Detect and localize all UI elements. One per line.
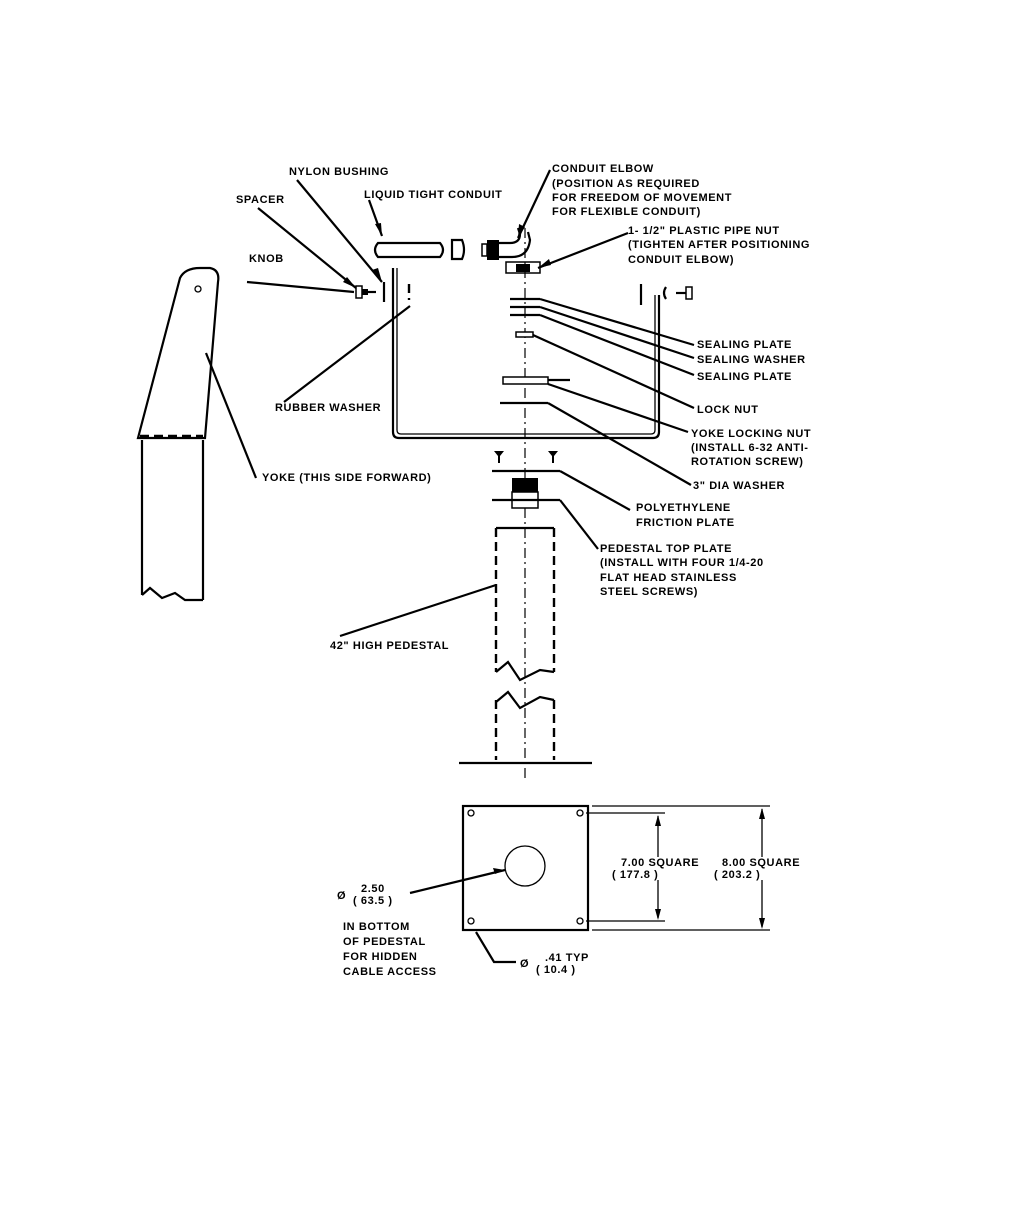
screws	[494, 451, 558, 463]
conduit-elbow-label-3: FOR FREEDOM OF MOVEMENT	[552, 192, 732, 204]
outer-square-in: 8.00 SQUARE	[722, 857, 800, 869]
dia-washer-label: 3" DIA WASHER	[693, 480, 785, 492]
pedestal	[459, 526, 592, 765]
spacer-label: SPACER	[236, 194, 285, 206]
inner-square-mm: ( 177.8 )	[612, 869, 658, 881]
inner-square-in: 7.00 SQUARE	[621, 857, 699, 869]
bolt-dia-in: .41 TYP	[545, 952, 589, 964]
callout-labels: NYLON BUSHING LIQUID TIGHT CONDUIT SPACE…	[236, 163, 811, 652]
liquid-tight-conduit	[373, 238, 466, 261]
yoke-locking-nut-label-1: YOKE LOCKING NUT	[691, 428, 811, 440]
top-plate-label-1: PEDESTAL TOP PLATE	[600, 543, 732, 555]
pipe-nut-label-2: (TIGHTEN AFTER POSITIONING	[628, 239, 810, 251]
hole-note-3: FOR HIDDEN	[343, 951, 417, 963]
knob-label: KNOB	[249, 253, 284, 265]
sealing-plate-label-2: SEALING PLATE	[697, 371, 792, 383]
hole-dia-in: 2.50	[361, 883, 385, 895]
top-plate-assembly	[492, 469, 560, 509]
knob-right	[639, 284, 693, 305]
hole-note-2: OF PEDESTAL	[343, 936, 426, 948]
base-plate-plan	[461, 804, 770, 932]
pipe-nut-label-1: 1- 1/2" PLASTIC PIPE NUT	[628, 225, 780, 237]
nylon-bushing-label: NYLON BUSHING	[289, 166, 389, 178]
hole-dia-symbol: Ø	[337, 890, 346, 902]
top-plate-label-4: STEEL SCREWS)	[600, 586, 698, 598]
knob-left	[355, 282, 411, 302]
yoke-label: YOKE (THIS SIDE FORWARD)	[262, 472, 431, 484]
bolt-dia-mm: ( 10.4 )	[536, 964, 576, 976]
sealing-plate-label-1: SEALING PLATE	[697, 339, 792, 351]
leader-lines	[204, 169, 695, 964]
sealing-washer-label: SEALING WASHER	[697, 354, 806, 366]
dimension-labels: Ø 2.50 ( 63.5 ) IN BOTTOM OF PEDESTAL FO…	[337, 857, 800, 978]
liquid-tight-conduit-label: LIQUID TIGHT CONDUIT	[364, 189, 503, 201]
yoke-locking-nut-label-2: (INSTALL 6-32 ANTI-	[691, 442, 809, 454]
hole-note-4: CABLE ACCESS	[343, 966, 437, 978]
conduit-elbow-label-1: CONDUIT ELBOW	[552, 163, 654, 175]
conduit-elbow-label-2: (POSITION AS REQUIRED	[552, 178, 700, 190]
pipe-nut-label-3: CONDUIT ELBOW)	[628, 254, 734, 266]
hole-dia-mm: ( 63.5 )	[353, 895, 393, 907]
conduit-elbow-label-4: FOR FLEXIBLE CONDUIT)	[552, 206, 701, 218]
arrow-heads	[343, 223, 551, 874]
bolt-dia-symbol: Ø	[520, 958, 529, 970]
yoke-bracket	[391, 268, 661, 440]
top-plate-label-2: (INSTALL WITH FOUR 1/4-20	[600, 557, 764, 569]
high-pedestal-label: 42" HIGH PEDESTAL	[330, 640, 449, 652]
top-plate-label-3: FLAT HEAD STAINLESS	[600, 572, 737, 584]
plate-stack	[500, 297, 570, 405]
friction-plate-label-1: POLYETHYLENE	[636, 502, 731, 514]
outer-square-mm: ( 203.2 )	[714, 869, 760, 881]
conduit-elbow	[481, 227, 541, 274]
lock-nut-label: LOCK NUT	[697, 404, 759, 416]
yoke-locking-nut-label-3: ROTATION SCREW)	[691, 456, 803, 468]
rubber-washer-label: RUBBER WASHER	[275, 402, 381, 414]
yoke-part	[136, 266, 220, 602]
hole-note-1: IN BOTTOM	[343, 921, 410, 933]
friction-plate-label-2: FRICTION PLATE	[636, 517, 735, 529]
